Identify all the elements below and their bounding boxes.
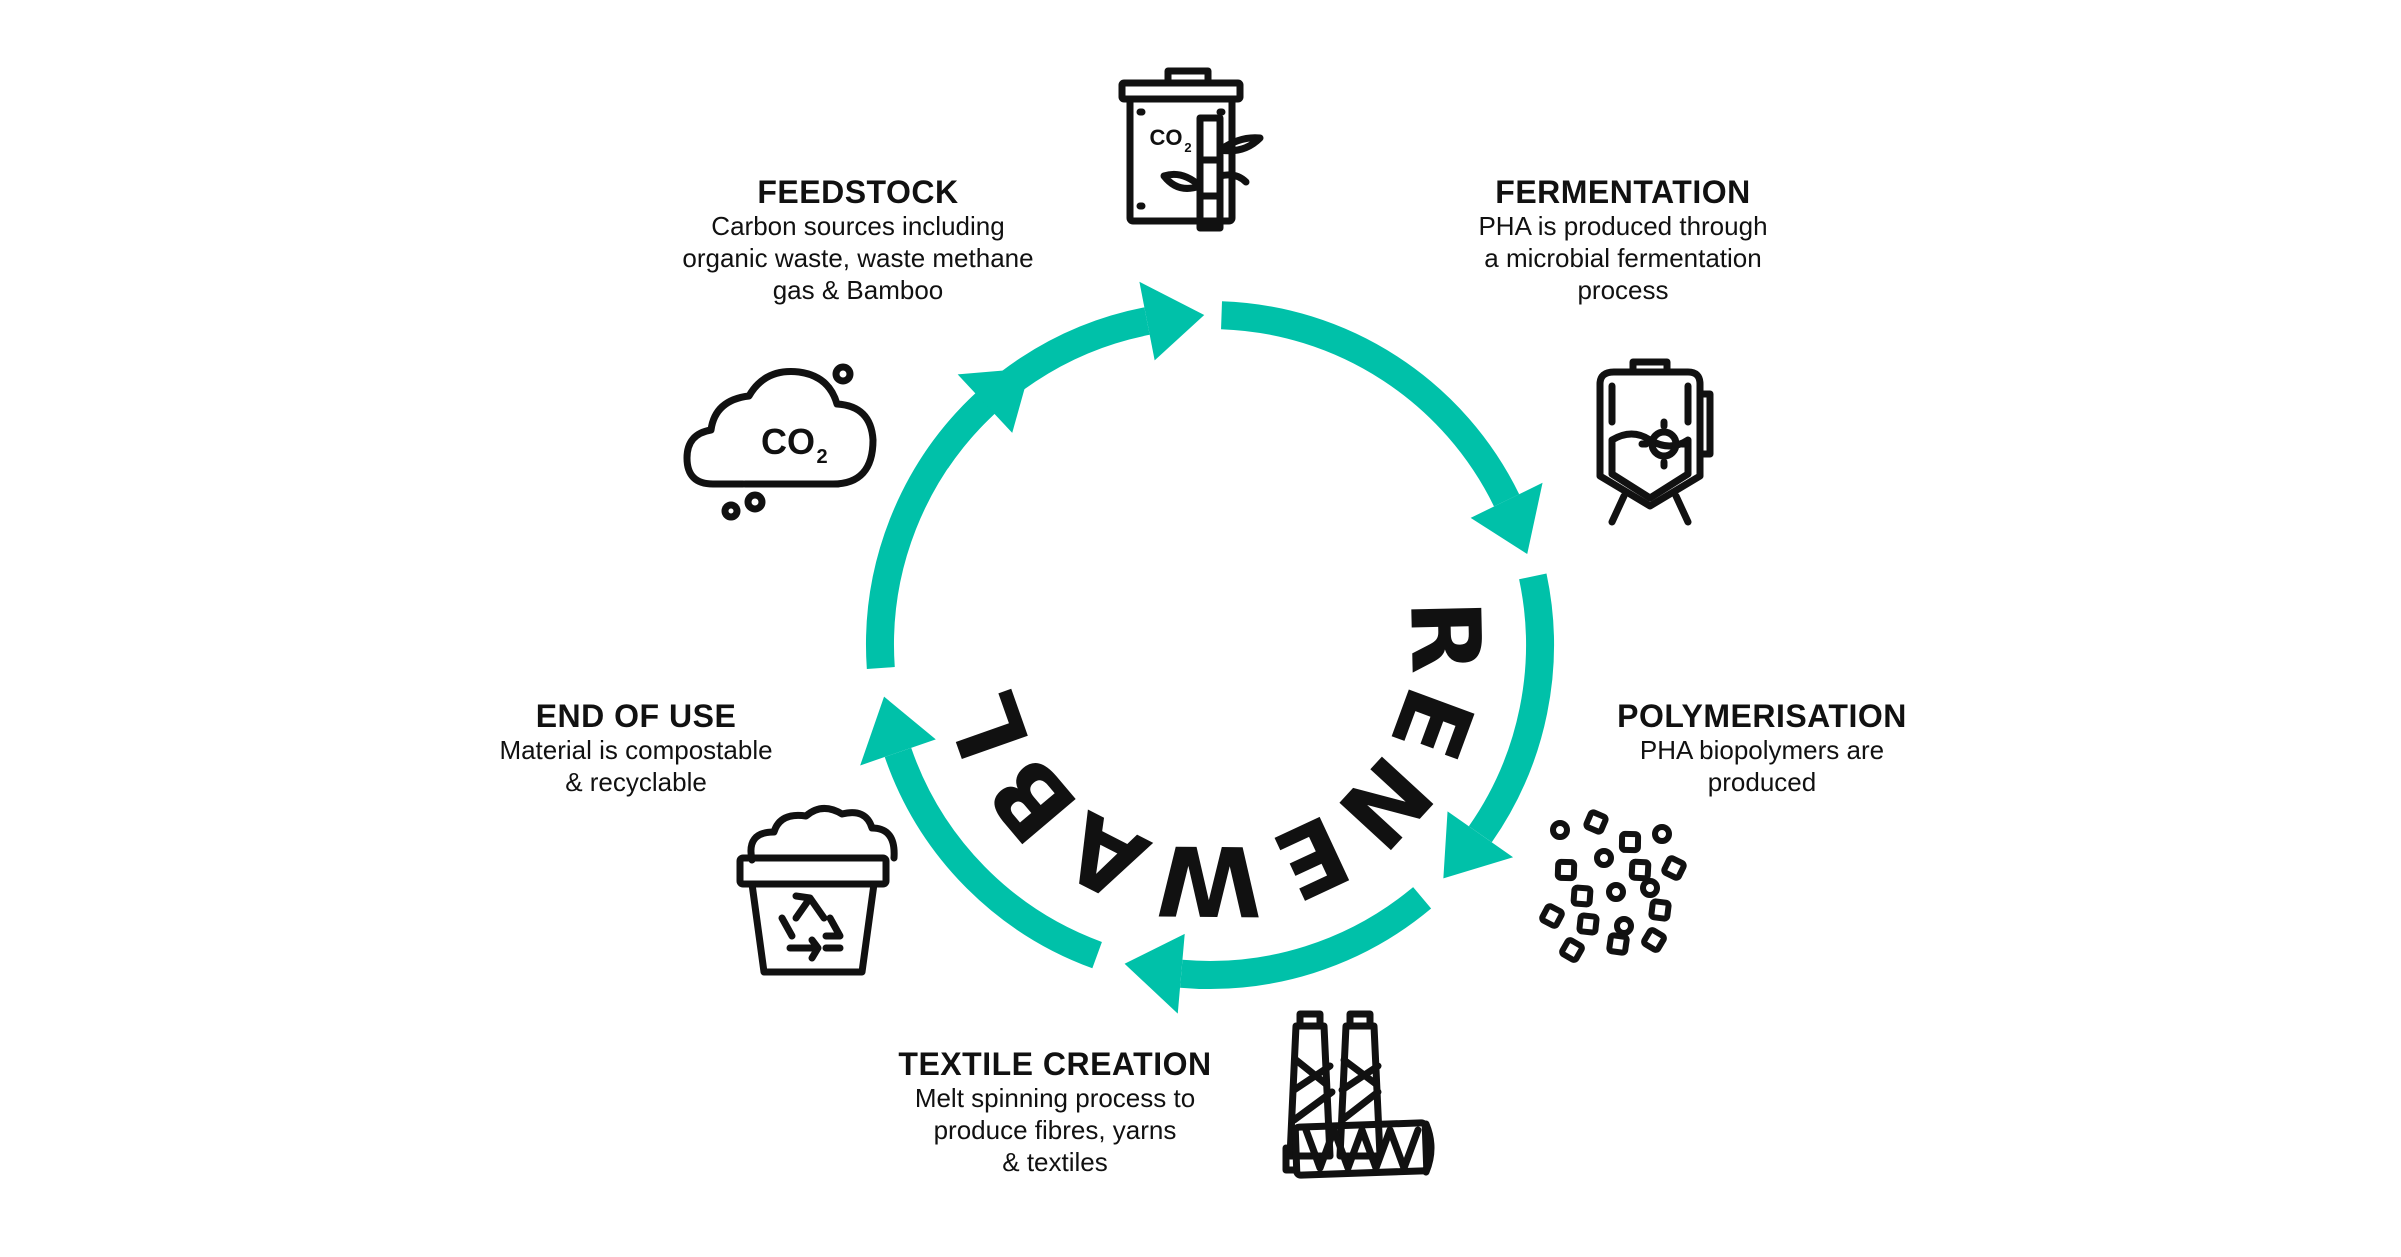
pellet (1652, 824, 1672, 844)
textile-creation-title: TEXTILE CREATION (898, 1046, 1211, 1082)
feedstock-title: FEEDSTOCK (757, 174, 958, 210)
pellet (1550, 820, 1570, 840)
textile-creation-line-1: Melt spinning process to (915, 1083, 1195, 1113)
pellet (1641, 927, 1667, 953)
pellet (1614, 916, 1634, 936)
pellet (1539, 903, 1565, 929)
cycle-arrow-shaft (1468, 573, 1554, 843)
cycle-arrow-shaft (1221, 301, 1520, 507)
polymerisation-line-1: PHA biopolymers are (1640, 735, 1884, 765)
pellet (1661, 855, 1687, 881)
pellet (1628, 858, 1652, 882)
cycle-arrow-head (1443, 811, 1514, 879)
feedstock-line-1: Carbon sources including (711, 211, 1004, 241)
step-fermentation: FERMENTATION PHA is produced through a m… (1478, 174, 1767, 305)
pellet (1618, 830, 1642, 854)
step-feedstock: FEEDSTOCK Carbon sources including organ… (682, 174, 1033, 305)
step-textile-creation: TEXTILE CREATION Melt spinning process t… (898, 1046, 1211, 1177)
bin-co2-sub: 2 (1184, 140, 1191, 155)
step-polymerisation: POLYMERISATION PHA biopolymers are produ… (1617, 698, 1907, 797)
pellet (1559, 937, 1585, 963)
cycle-arrow-head (1470, 482, 1543, 555)
fermentation-line-2: a microbial fermentation (1484, 243, 1761, 273)
ring-text: RENEWABLE CARBON TEXTILES • (0, 0, 1502, 936)
pellet (1594, 848, 1614, 868)
pellet (1606, 882, 1626, 902)
fermentation-title: FERMENTATION (1495, 174, 1750, 210)
textile-creation-line-2: produce fibres, yarns (934, 1115, 1177, 1145)
polymerisation-title: POLYMERISATION (1617, 698, 1907, 734)
cycle-arrow-shaft (884, 747, 1102, 969)
cycle-arrows (860, 281, 1554, 1014)
cloud-co2-sub: 2 (816, 446, 827, 468)
bin-bamboo-icon: CO 2 (1118, 67, 1264, 232)
co2-cloud-icon: CO 2 (683, 363, 877, 521)
bin-co2-label: CO (1150, 125, 1183, 150)
cycle-arrow-shaft (1180, 887, 1432, 989)
cycle-arrow-head (957, 368, 1031, 433)
textile-creation-line-3: & textiles (1002, 1147, 1108, 1177)
pellets-icon (1539, 809, 1687, 963)
feedstock-line-2: organic waste, waste methane (682, 243, 1033, 273)
pellet (1583, 809, 1609, 835)
fermentation-line-3: process (1577, 275, 1668, 305)
cycle-arrow-head (1124, 933, 1185, 1014)
polymerisation-line-2: produced (1708, 767, 1816, 797)
cycle-arrow-shaft (866, 393, 995, 669)
fermentation-tank-icon (1596, 358, 1714, 526)
feedstock-line-3: gas & Bamboo (773, 275, 944, 305)
end-of-use-line-2: & recyclable (565, 767, 707, 797)
yarn-spools-icon (1282, 1010, 1435, 1179)
fermentation-line-1: PHA is produced through (1478, 211, 1767, 241)
cloud-co2-label: CO (761, 421, 815, 462)
pellet (1648, 898, 1672, 922)
cycle-arrow-head (860, 696, 936, 766)
pellet (1606, 932, 1630, 956)
pellet (1576, 912, 1600, 936)
step-end-of-use: END OF USE Material is compostable & rec… (499, 698, 772, 797)
end-of-use-title: END OF USE (536, 698, 737, 734)
compost-bin-icon (736, 805, 898, 976)
pellet (1640, 878, 1660, 898)
end-of-use-line-1: Material is compostable (499, 735, 772, 765)
pellet (1570, 884, 1594, 908)
cycle-arrow-head (1139, 281, 1205, 361)
pellet (1554, 858, 1578, 882)
